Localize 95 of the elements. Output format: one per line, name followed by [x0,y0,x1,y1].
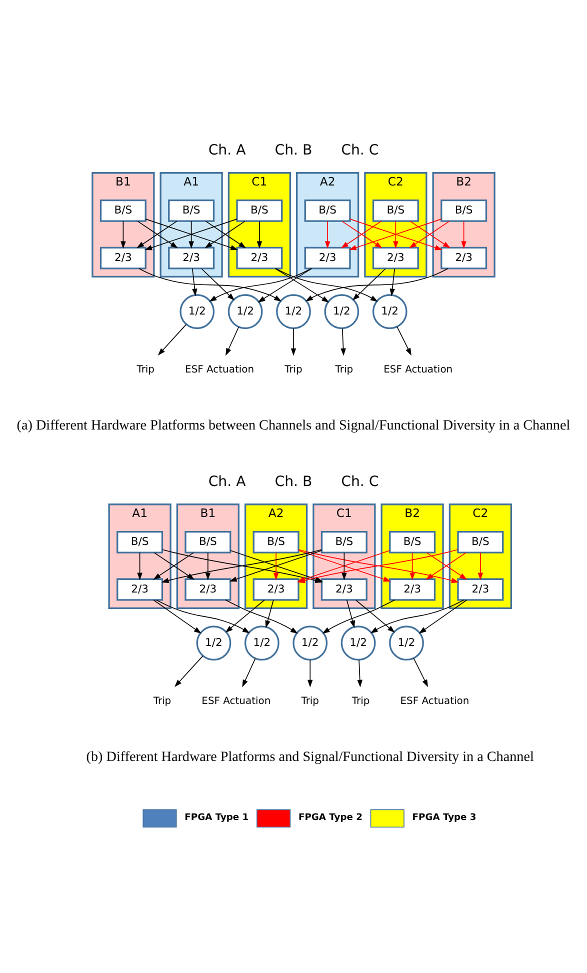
arrow [192,268,198,296]
arrow [205,552,211,580]
node-box: 2/3 [320,578,368,601]
node-text: Trip [352,696,370,707]
arrow [324,220,330,249]
arrow [290,328,296,356]
arrow [418,600,467,634]
node-box: 2/3 [372,246,419,270]
arrow [393,220,398,249]
label: Ch. B [274,474,312,490]
node-box: B/S [372,199,419,222]
node-box: 2/3 [236,246,283,270]
arrow [461,220,466,249]
node-circle: 1/2 [196,626,232,661]
node-circle: 1/2 [389,626,424,661]
arrow [370,600,464,634]
arrow [413,658,428,688]
node-circle: 1/2 [276,294,311,330]
label: (a) Different Hardware Platforms between Channels and Signal/Functional Diversity in a Channel [16,418,570,434]
arrow [138,268,282,302]
legend-label: FPGA Type 1 [184,812,249,823]
node-box: 2/3 [252,578,300,601]
arrow [188,220,194,249]
arrow [357,660,362,688]
arrow [242,658,256,688]
arrow [390,268,395,296]
label: Ch. C [341,474,379,490]
node-box: 2/3 [457,578,504,601]
node-box: 2/3 [389,578,436,601]
arrow [355,600,395,633]
arrow [256,220,262,249]
node-box: B/S [457,530,504,554]
label: Ch. A [208,142,246,159]
arrow [209,268,312,302]
arrow [478,552,484,580]
node-box: B/S [389,530,436,554]
arrow [137,552,142,580]
arrow [308,660,313,688]
node-circle: 1/2 [372,294,408,330]
arrow [225,600,265,633]
node-box: 2/3 [304,246,351,270]
label: Ch. A [208,474,246,490]
arrow [225,600,298,634]
arrow [156,600,250,634]
arrow [226,326,240,356]
node-text: ESF Actuation [185,364,254,376]
node-circle: 1/2 [340,626,376,661]
arrow [258,268,312,303]
node-box: B/S [116,530,164,554]
arrow [153,600,202,634]
node-box: B/S [168,199,215,222]
node-circle: 1/2 [180,294,215,330]
legend-label: FPGA Type 2 [298,812,362,823]
arrow [201,268,235,300]
label: (b) Different Hardware Platforms and Signal/Functional Diversity in a Channel [86,749,534,766]
node-box: B/S [440,199,488,222]
node-text: Trip [284,364,302,376]
arrow [322,600,396,634]
node-circle: 1/2 [244,626,280,661]
node-box: B/S [304,199,351,222]
node-box: B/S [100,199,146,222]
arrow [265,600,274,628]
node-box: 2/3 [168,246,215,270]
label: Ch. B [274,142,312,159]
arrow [274,268,330,303]
arrow [396,326,412,356]
node-text: ESF Actuation [384,364,453,376]
legend-label: FPGA Type 3 [412,812,476,823]
arrow [273,552,279,580]
node-box: 2/3 [100,246,146,270]
node-text: Trip [301,696,320,707]
node-box: 2/3 [116,578,164,601]
node-box: B/S [236,199,283,222]
arrow [305,268,448,302]
node-text: ESF Actuation [400,696,470,707]
node-box: 2/3 [184,578,232,601]
node-circle: 1/2 [292,626,328,661]
arrow [352,268,386,300]
arrow [340,328,346,356]
node-text: Trip [136,364,155,376]
node-box: 2/3 [440,246,488,270]
arrow [120,220,126,249]
arrow [410,552,415,580]
node-text: Trip [335,364,354,376]
node-box: B/S [320,530,368,554]
node-text: ESF Actuation [202,696,271,707]
node-text: Trip [153,696,172,707]
node-box: B/S [184,530,232,554]
label: Ch. C [341,142,379,159]
arrow [158,324,187,356]
arrow [276,268,378,302]
arrow [346,600,355,628]
node-box: B/S [252,530,300,554]
arrow [174,656,204,687]
arrow [342,552,347,580]
